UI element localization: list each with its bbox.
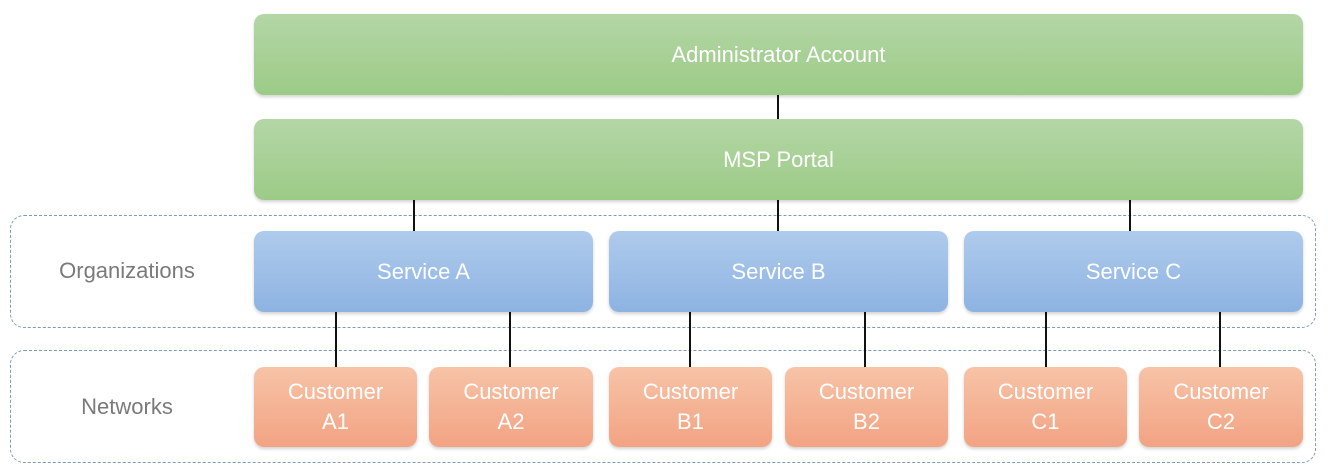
customer-b2-label-line1: Customer [818, 379, 915, 405]
customer-b2-node: Customer B2 [785, 367, 948, 447]
customer-a2-label-line2: A2 [497, 409, 525, 434]
administrator-account-node: Administrator Account [254, 14, 1303, 95]
msp-portal-node: MSP Portal [254, 119, 1303, 200]
organizations-group [10, 215, 1316, 328]
customer-c1-label-line1: Customer [997, 379, 1094, 405]
organizations-label: Organizations [59, 258, 195, 283]
connector-admin-portal [777, 94, 779, 119]
service-c-label: Service C [1085, 258, 1182, 284]
customer-c2-label-line1: Customer [1173, 379, 1269, 405]
connector-service-b-customer-b1 [689, 311, 691, 367]
service-a-label: Service A [377, 258, 470, 284]
administrator-account-label: Administrator Account [671, 41, 886, 67]
connector-portal-service-c [1129, 199, 1131, 231]
customer-c2-label-line2: C2 [1206, 409, 1236, 434]
connector-service-c-customer-c2 [1219, 311, 1221, 367]
connector-portal-service-a [413, 199, 415, 231]
customer-c1-node: Customer C1 [964, 367, 1127, 447]
customer-b1-label-line1: Customer [642, 379, 739, 405]
connector-portal-service-b [777, 199, 779, 231]
connector-service-a-customer-a1 [335, 311, 337, 367]
networks-label: Networks [81, 394, 173, 419]
connector-service-b-customer-b2 [864, 311, 866, 367]
networks-group [10, 350, 1316, 463]
customer-c2-node: Customer C2 [1139, 367, 1303, 447]
service-b-label: Service B [731, 258, 826, 284]
customer-b1-node: Customer B1 [609, 367, 772, 447]
connector-service-a-customer-a2 [509, 311, 511, 367]
customer-a1-label-line1: Customer [287, 379, 384, 405]
customer-b2-label-line2: B2 [853, 409, 880, 434]
msp-portal-label: MSP Portal [723, 146, 834, 172]
customer-a1-label-line2: A1 [322, 409, 349, 434]
service-b-node: Service B [609, 231, 948, 312]
customer-b1-label-line2: B1 [677, 409, 704, 434]
customer-a2-label-line1: Customer [463, 379, 559, 405]
service-c-node: Service C [964, 231, 1303, 312]
customer-a2-node: Customer A2 [429, 367, 593, 447]
customer-a1-node: Customer A1 [254, 367, 417, 447]
customer-c1-label-line2: C1 [1031, 409, 1060, 434]
service-a-node: Service A [254, 231, 593, 312]
connector-service-c-customer-c1 [1045, 311, 1047, 367]
